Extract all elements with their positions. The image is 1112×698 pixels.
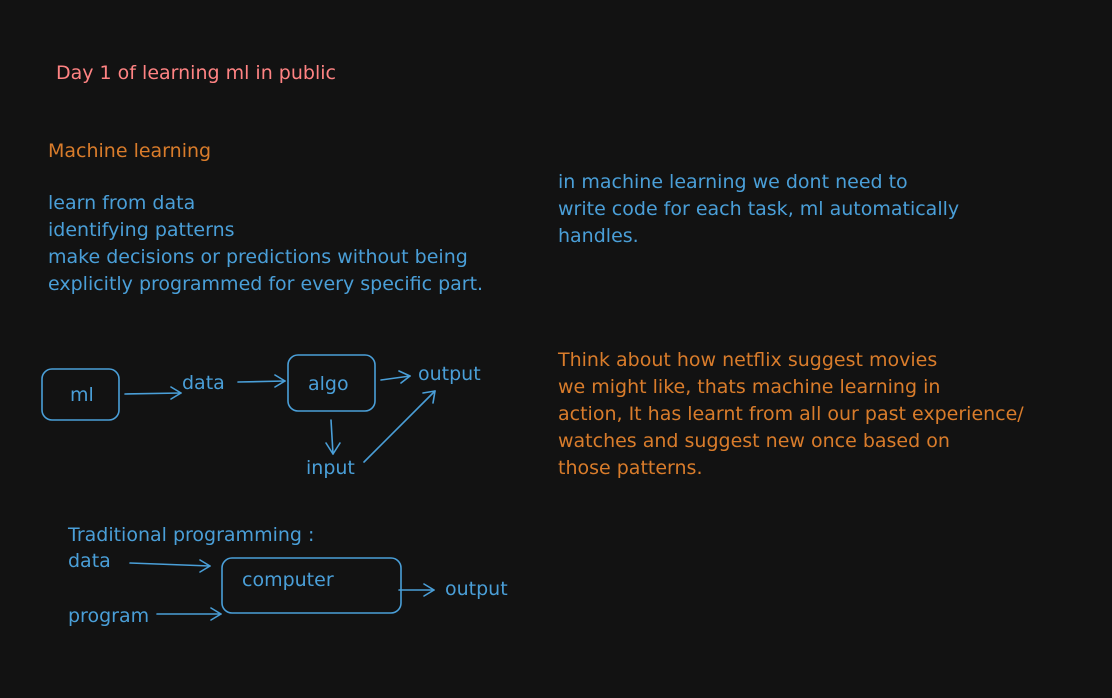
machine-learning-heading: Machine learning [48,140,212,162]
data-node-label: data [182,372,225,394]
note-line: in machine learning we dont need to [558,171,908,193]
note-line: those patterns. [558,457,703,479]
data-to-algo-arrowhead [274,374,286,388]
traditional-data-label: data [68,550,111,572]
program-to-computer-arrowhead [210,607,222,621]
algo-box [287,354,376,412]
note-line: action, It has learnt from all our past … [558,403,1024,425]
algo-node-label: algo [308,373,349,395]
algo-to-input-arrow [330,419,334,455]
computer-to-output-arrowhead [423,583,435,597]
data-to-algo-arrow [237,380,286,383]
output-node-label: output [418,363,481,385]
note-line: watches and suggest new once based on [558,430,950,452]
input-node-label: input [306,457,355,479]
ml-point: learn from data [48,192,196,214]
data-to-computer-arrowhead [199,559,211,573]
traditional-programming-heading: Traditional programming : [68,524,315,546]
machine-learning-points: learn from data identifying patterns mak… [48,190,483,298]
note-line: write code for each task, ml automatical… [558,198,960,220]
ml-point: identifying patterns [48,219,235,241]
ml-node-label: ml [70,384,94,406]
algo-to-output-arrow [380,375,411,381]
no-code-per-task-note: in machine learning we dont need to writ… [558,169,959,250]
input-to-output-arrow [363,390,436,463]
ml-to-data-arrow [124,392,182,395]
traditional-program-label: program [68,605,150,627]
ml-box [41,368,120,421]
data-to-computer-arrow [129,562,211,567]
algo-to-input-arrowhead [325,442,341,455]
input-to-output-arrowhead [422,390,436,404]
computer-node-label: computer [242,569,334,591]
ml-point: explicitly programmed for every specific… [48,273,484,295]
netflix-example-note: Think about how netflix suggest movies w… [558,347,1024,482]
note-line: handles. [558,225,639,247]
algo-to-output-arrowhead [398,370,411,384]
note-line: Think about how netflix suggest movies [558,349,938,371]
computer-box [221,557,402,614]
note-line: we might like, thats machine learning in [558,376,941,398]
page-title: Day 1 of learning ml in public [56,62,336,84]
ml-point: make decisions or predictions without be… [48,246,468,268]
traditional-output-label: output [445,578,508,600]
ml-to-data-arrowhead [170,386,182,400]
